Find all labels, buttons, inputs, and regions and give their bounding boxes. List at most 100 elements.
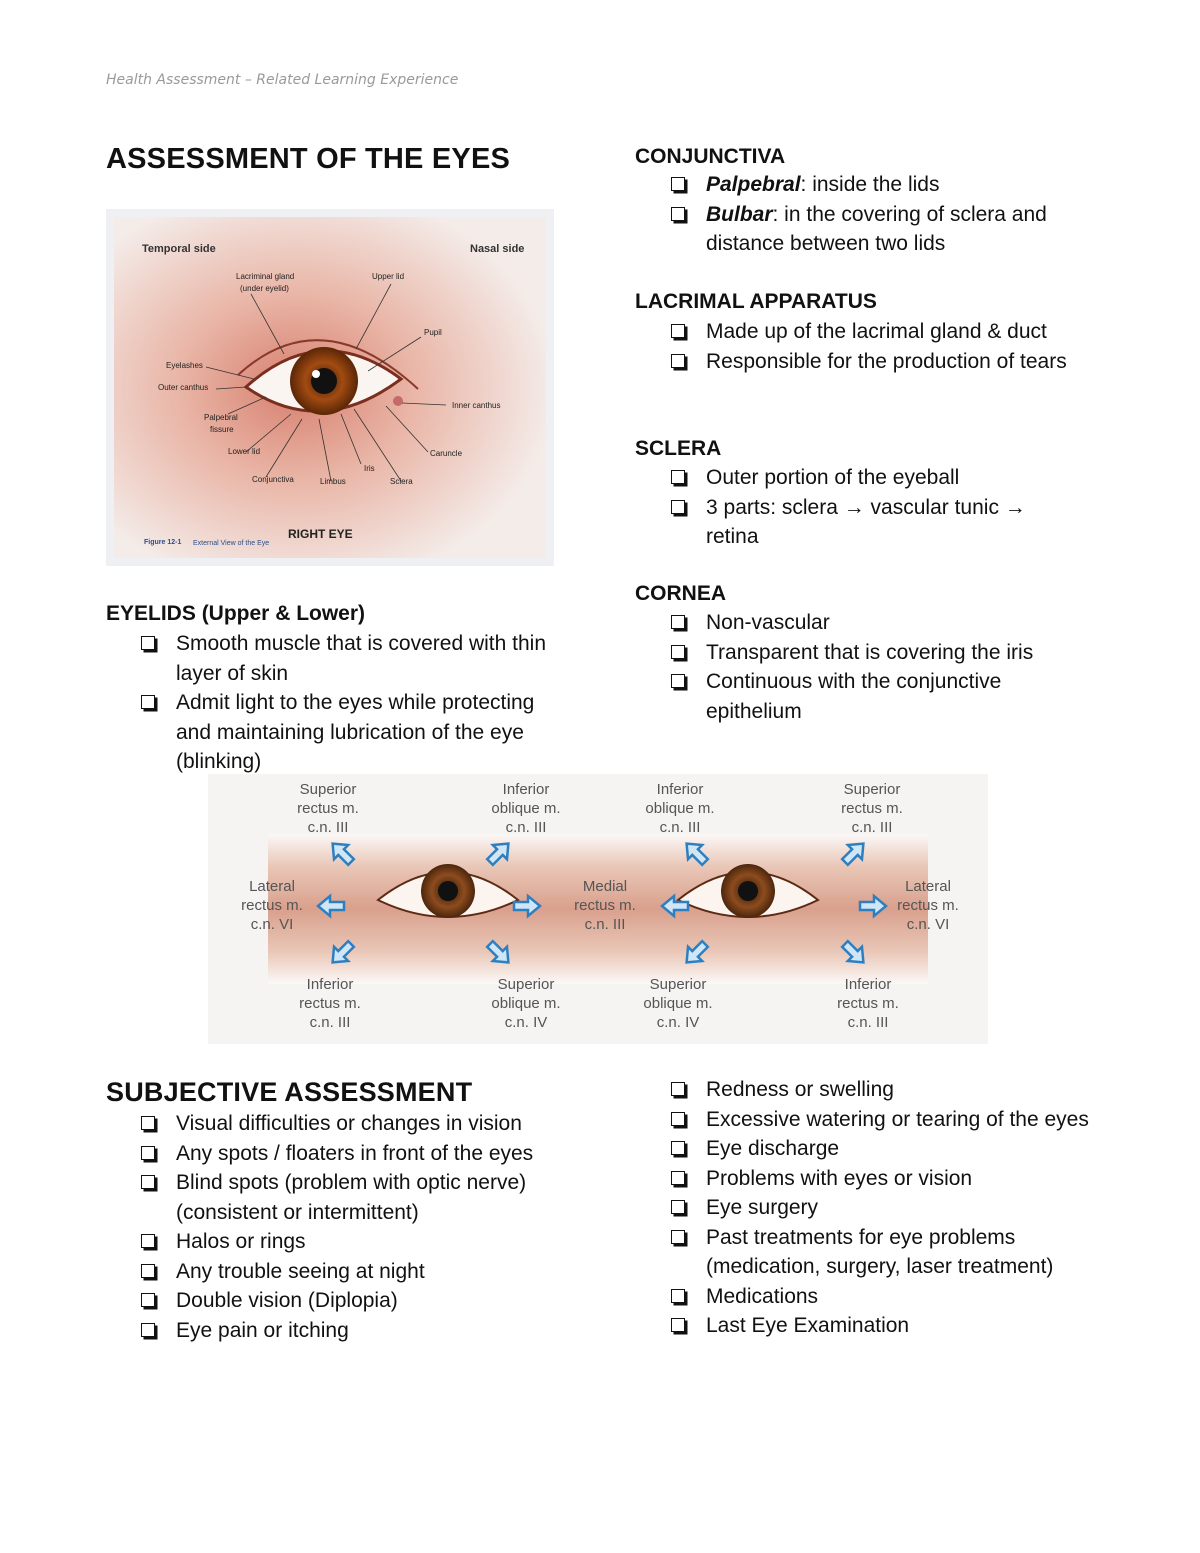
list-item: Transparent that is covering the iris xyxy=(670,638,1095,668)
checkbox-icon xyxy=(141,1293,155,1307)
heading-eyelids: EYELIDS (Upper & Lower) xyxy=(106,602,366,625)
list-item: Palpebral: inside the lids xyxy=(670,170,1095,200)
list-item: Responsible for the production of tears xyxy=(670,347,1095,377)
list-item: Eye surgery xyxy=(670,1193,1095,1223)
list-item: Double vision (Diplopia) xyxy=(140,1286,560,1316)
checkbox-icon xyxy=(141,1175,155,1189)
checkbox-icon xyxy=(141,1145,155,1160)
label-palpebral: Palpebral xyxy=(204,413,238,422)
extraocular-muscles-illustration xyxy=(208,774,988,1044)
checkbox-icon xyxy=(141,1234,155,1248)
heading-subjective-assessment: SUBJECTIVE ASSESSMENT xyxy=(106,1077,473,1107)
label-fissure: fissure xyxy=(210,425,234,434)
list-item: Eye discharge xyxy=(670,1134,1095,1164)
checkbox-icon xyxy=(671,499,685,514)
heading-sclera: SCLERA xyxy=(635,437,722,460)
list-subjective-left: Visual difficulties or changes in vision… xyxy=(140,1109,560,1345)
checkbox-icon xyxy=(671,324,685,338)
list-item: Bulbar: in the covering of sclera and di… xyxy=(670,200,1095,259)
list-item: Eye pain or itching xyxy=(140,1316,560,1346)
list-item: Non-vascular xyxy=(670,608,1095,638)
list-item: Outer portion of the eyeball xyxy=(670,463,1070,493)
checkbox-icon xyxy=(141,1263,155,1278)
list-item: Redness or swelling xyxy=(670,1075,1095,1105)
list-item: 3 parts: sclera → vascular tunic → retin… xyxy=(670,493,1070,552)
label-upper-lid: Upper lid xyxy=(372,272,405,281)
label-lower-lid: Lower lid xyxy=(228,447,261,456)
checkbox-icon xyxy=(141,1116,155,1130)
checkbox-icon xyxy=(671,615,685,629)
list-lacrimal: Made up of the lacrimal gland & duct Res… xyxy=(670,317,1095,376)
label-conjunctiva: Conjunctiva xyxy=(252,475,294,484)
list-item: Smooth muscle that is covered with thin … xyxy=(140,629,560,688)
label-eyelashes: Eyelashes xyxy=(166,361,203,370)
checkbox-icon xyxy=(671,1141,685,1155)
label-outer-canthus: Outer canthus xyxy=(158,383,209,392)
running-header: Health Assessment – Related Learning Exp… xyxy=(106,72,459,88)
heading-lacrimal: LACRIMAL APPARATUS xyxy=(635,290,877,313)
checkbox-icon xyxy=(671,644,685,659)
list-item: Admit light to the eyes while protecting… xyxy=(140,688,560,777)
list-item: Any trouble seeing at night xyxy=(140,1257,560,1287)
checkbox-icon xyxy=(671,177,685,191)
eye-anatomy-figure: Temporal side Nasal side Lacriminal glan… xyxy=(106,209,554,566)
label-caruncle: Caruncle xyxy=(430,449,463,458)
list-subjective-right: Redness or swelling Excessive watering o… xyxy=(670,1075,1095,1341)
checkbox-icon xyxy=(671,674,685,688)
list-item: Excessive watering or tearing of the eye… xyxy=(670,1105,1095,1135)
checkbox-icon xyxy=(141,695,155,709)
list-item: Medications xyxy=(670,1282,1095,1312)
page-title: ASSESSMENT OF THE EYES xyxy=(106,143,511,175)
checkbox-icon xyxy=(671,1170,685,1185)
list-cornea: Non-vascular Transparent that is coverin… xyxy=(670,608,1095,726)
label-pupil: Pupil xyxy=(424,328,442,337)
list-conjunctiva: Palpebral: inside the lids Bulbar: in th… xyxy=(670,170,1095,259)
list-sclera: Outer portion of the eyeball 3 parts: sc… xyxy=(670,463,1070,552)
list-item: Halos or rings xyxy=(140,1227,560,1257)
figure-caption: External View of the Eye xyxy=(193,540,270,547)
checkbox-icon xyxy=(671,1229,685,1244)
checkbox-icon xyxy=(671,1200,685,1214)
checkbox-icon xyxy=(671,353,685,368)
label-lacrimal-gland-sub: (under eyelid) xyxy=(240,284,289,293)
checkbox-icon xyxy=(671,1318,685,1332)
label-sclera: Sclera xyxy=(390,477,413,486)
list-item: Visual difficulties or changes in vision xyxy=(140,1109,560,1139)
checkbox-icon xyxy=(141,1322,155,1337)
list-item: Past treatments for eye problems (medica… xyxy=(670,1223,1095,1282)
label-inner-canthus: Inner canthus xyxy=(452,401,501,410)
list-item: Any spots / floaters in front of the eye… xyxy=(140,1139,560,1169)
label-iris: Iris xyxy=(364,464,375,473)
checkbox-icon xyxy=(671,1111,685,1126)
checkbox-icon xyxy=(671,470,685,484)
list-item: Last Eye Examination xyxy=(670,1311,1095,1341)
list-eyelids: Smooth muscle that is covered with thin … xyxy=(140,629,560,777)
list-item: Continuous with the conjunctive epitheli… xyxy=(670,667,1095,726)
figure-number: Figure 12-1 xyxy=(144,539,182,546)
list-item: Made up of the lacrimal gland & duct xyxy=(670,317,1095,347)
checkbox-icon xyxy=(671,1288,685,1303)
checkbox-icon xyxy=(671,206,685,221)
label-nasal-side: Nasal side xyxy=(470,243,525,255)
checkbox-icon xyxy=(141,636,155,650)
label-temporal-side: Temporal side xyxy=(142,243,216,255)
checkbox-icon xyxy=(671,1082,685,1096)
list-item: Problems with eyes or vision xyxy=(670,1164,1095,1194)
list-item: Blind spots (problem with optic nerve) (… xyxy=(140,1168,560,1227)
heading-cornea: CORNEA xyxy=(635,582,727,605)
label-lacrimal-gland: Lacriminal gland xyxy=(236,272,295,281)
label-right-eye: RIGHT EYE xyxy=(288,527,353,541)
label-limbus: Limbus xyxy=(320,477,346,486)
eye-anatomy-illustration xyxy=(106,209,554,566)
